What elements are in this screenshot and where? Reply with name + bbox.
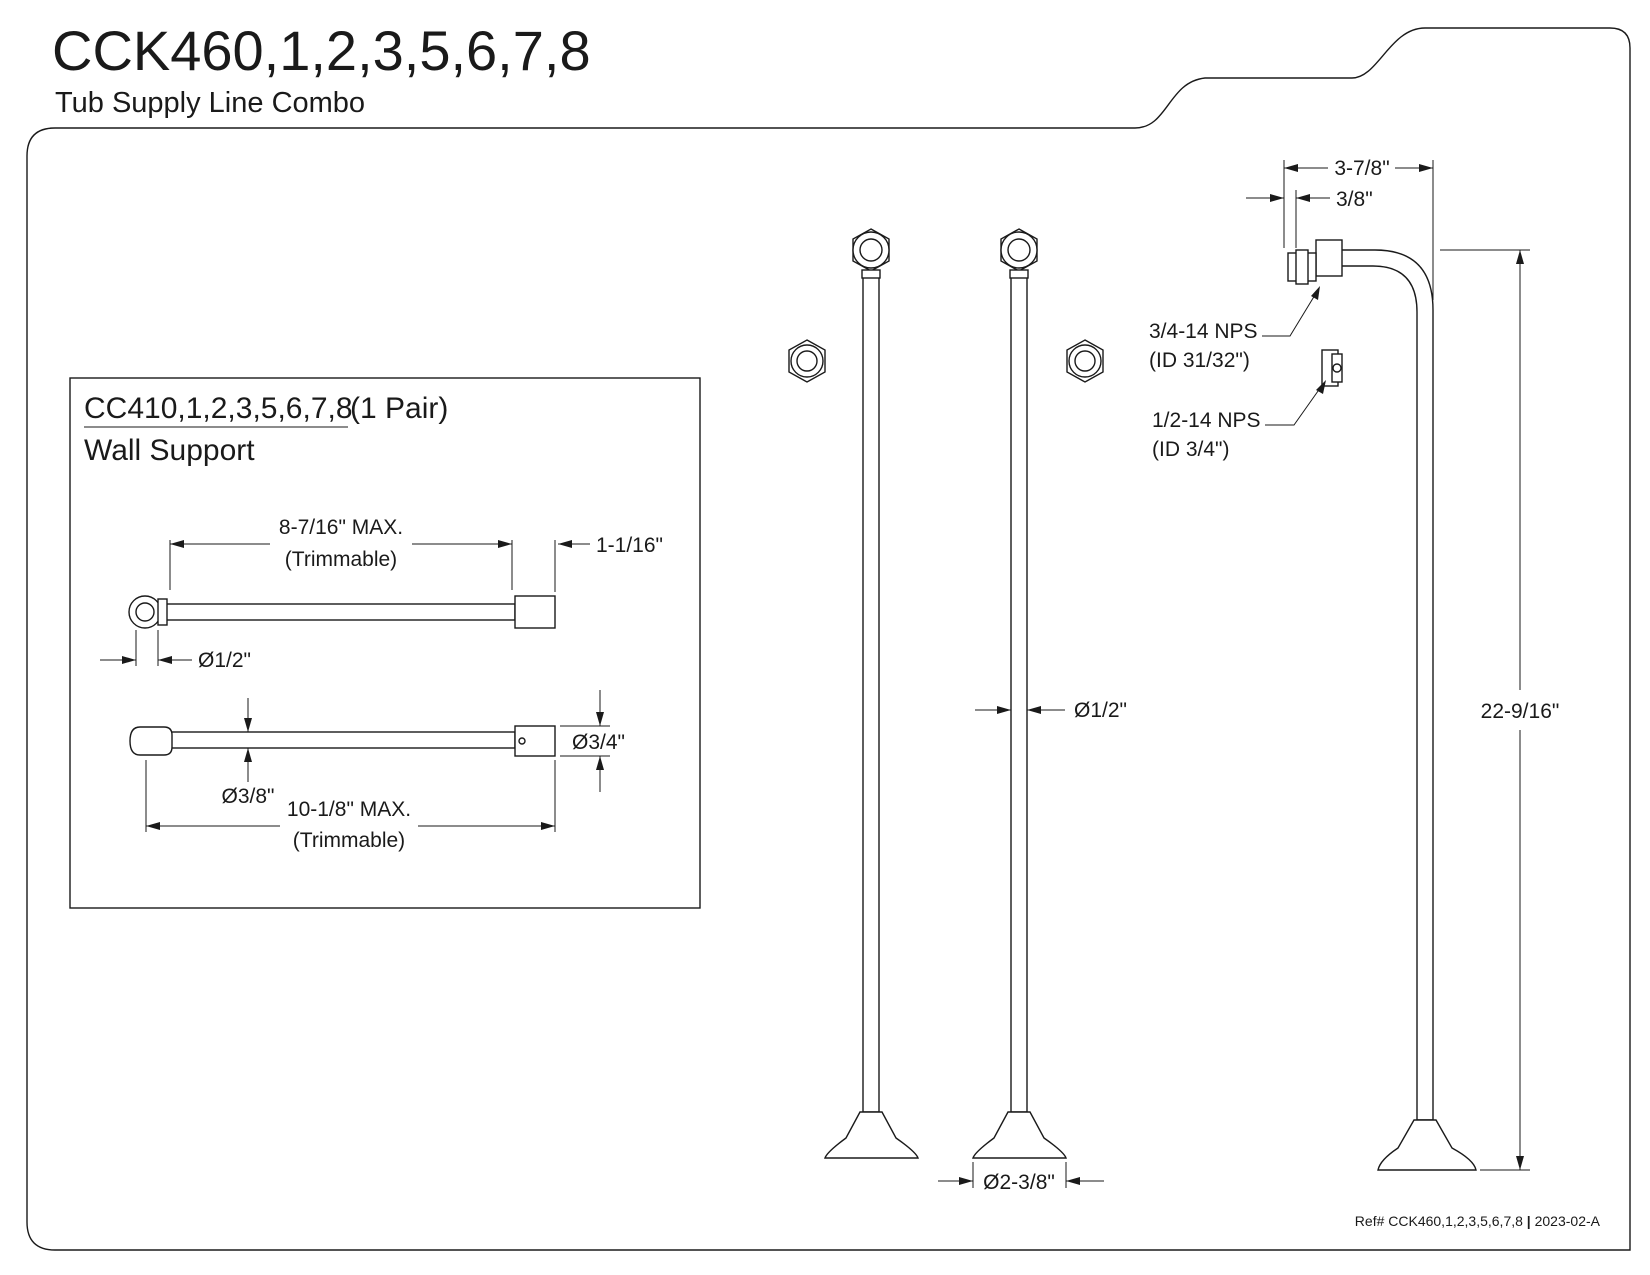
dim-bottom-length: 10-1/8" MAX.: [287, 798, 411, 821]
dim-flange-diameter: Ø2-3/8": [983, 1171, 1055, 1194]
supply-line-side-view: [1287, 239, 1477, 1171]
model-title: CCK460,1,2,3,5,6,7,8: [52, 19, 591, 82]
loose-nut-left: [788, 339, 826, 383]
dim-block-length: 1-1/16": [596, 534, 663, 557]
dim-ring-diameter: Ø1/2": [198, 649, 251, 672]
inlet-adapter: [1321, 349, 1343, 387]
loose-nut-right: [1066, 339, 1104, 383]
dim-depth: 3-7/8": [1334, 157, 1389, 180]
model-subtitle: Tub Supply Line Combo: [55, 87, 365, 119]
wall-support-top-part: [128, 595, 556, 629]
wall-support-name: Wall Support: [84, 434, 255, 467]
callout-inlet-thread: 1/2-14 NPS: [1152, 409, 1261, 432]
dim-rod-diameter: Ø3/8": [222, 785, 275, 808]
dim-height: 22-9/16": [1481, 700, 1560, 723]
dim-end-diameter: Ø3/4": [572, 731, 625, 754]
sheet-border: [26, 27, 1631, 1251]
supply-line-left: [824, 228, 919, 1159]
dim-pipe-diameter: Ø1/2": [1074, 699, 1127, 722]
wall-support-model: CC410,1,2,3,5,6,7,8: [84, 392, 353, 425]
dim-top-length: 8-7/16" MAX.: [279, 516, 403, 539]
drawing-reference: Ref# CCK460,1,2,3,5,6,7,8 | 2023-02-A: [1355, 1213, 1601, 1229]
wall-support-qty: (1 Pair): [350, 392, 448, 425]
dim-bottom-length-note: (Trimmable): [293, 829, 405, 852]
callout-nut-thread: 3/4-14 NPS: [1149, 320, 1258, 343]
callout-nut-id: (ID 31/32"): [1149, 349, 1250, 372]
callout-inlet-id: (ID 3/4"): [1152, 438, 1229, 461]
dim-offset: 3/8": [1336, 188, 1373, 211]
supply-line-right: [972, 228, 1067, 1159]
wall-support-panel: [69, 377, 701, 909]
wall-support-bottom-part: [129, 725, 556, 757]
dim-top-length-note: (Trimmable): [285, 548, 397, 571]
